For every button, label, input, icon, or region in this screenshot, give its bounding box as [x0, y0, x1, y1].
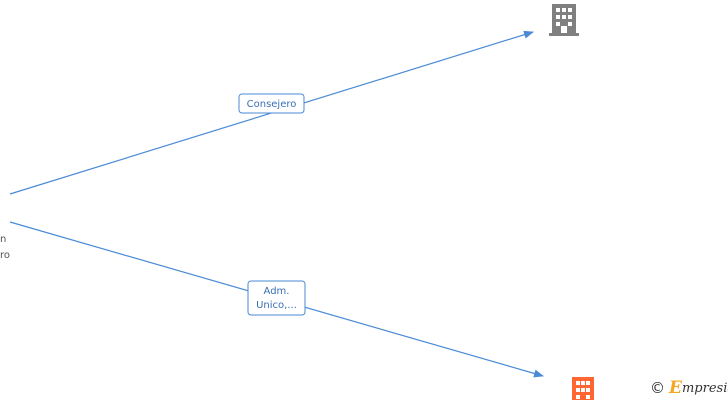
edge-label-adm-unico-line-1: Adm.	[264, 286, 290, 297]
building-bottom-icon[interactable]	[572, 377, 594, 400]
copyright-brand: © E mpresia	[650, 378, 728, 398]
brand-logo-text: mpresia	[681, 380, 728, 396]
edge-label-consejero[interactable]: Consejero	[238, 93, 305, 114]
copyright-icon: ©	[650, 379, 665, 397]
building-top-icon[interactable]	[549, 4, 579, 36]
edge-label-consejero-text: Consejero	[247, 99, 297, 110]
edge-label-adm-unico-line-2: Unico,...	[256, 300, 297, 311]
person-label-line-2: ro	[0, 250, 10, 261]
brand-logo-initial: E	[669, 378, 682, 398]
person-label-line-1: n	[0, 234, 6, 245]
edge-label-adm-unico[interactable]: Adm. Unico,...	[247, 280, 306, 316]
